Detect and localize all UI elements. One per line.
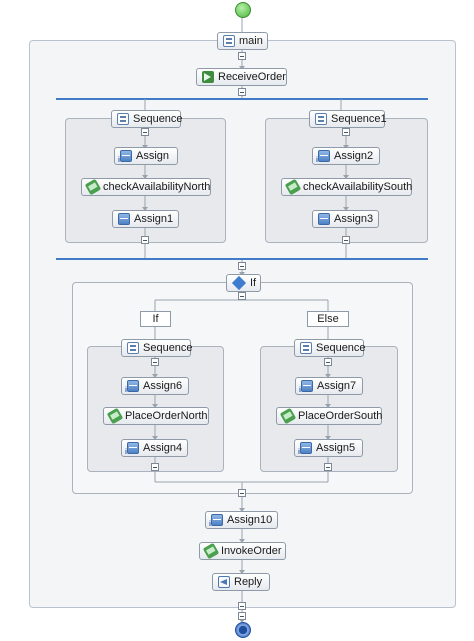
if-activity-header[interactable]: If bbox=[226, 274, 261, 292]
else-branch-text: Else bbox=[317, 313, 339, 325]
check-availability-north-label: checkAvailabilityNorth bbox=[103, 181, 211, 193]
main-end-toggle[interactable] bbox=[238, 602, 246, 610]
if-branch-label[interactable]: If bbox=[140, 311, 171, 327]
receive-icon bbox=[202, 71, 214, 83]
invoke-icon bbox=[106, 407, 124, 425]
assign10-activity[interactable]: i Assign10 bbox=[205, 511, 278, 529]
if-collapse-toggle[interactable] bbox=[238, 292, 246, 300]
assign-label: Assign bbox=[136, 150, 170, 162]
sequence-icon bbox=[300, 342, 312, 354]
assign6-activity[interactable]: i Assign6 bbox=[121, 377, 189, 395]
place-order-north-label: PlaceOrderNorth bbox=[125, 410, 208, 422]
place-order-south-label: PlaceOrderSouth bbox=[298, 410, 383, 422]
assign2-label: Assign2 bbox=[334, 150, 374, 162]
sequence-icon bbox=[127, 342, 139, 354]
assign-activity[interactable]: i Assign bbox=[114, 147, 178, 165]
end-toggle[interactable] bbox=[238, 612, 246, 620]
assign7-activity[interactable]: i Assign7 bbox=[295, 377, 363, 395]
left-sequence-label: Sequence bbox=[133, 113, 183, 125]
assign-icon bbox=[318, 213, 330, 225]
right-sequence-header[interactable]: Sequence1 bbox=[309, 110, 387, 128]
else-sequence-header[interactable]: Sequence bbox=[294, 339, 366, 357]
invoke-icon bbox=[279, 407, 297, 425]
reply-label: Reply bbox=[234, 576, 263, 588]
right-sequence-label: Sequence1 bbox=[331, 113, 387, 125]
main-scope-label: main bbox=[239, 35, 263, 47]
assign-icon bbox=[118, 213, 130, 225]
if-sequence-header[interactable]: Sequence bbox=[121, 339, 193, 357]
place-order-south-activity[interactable]: PlaceOrderSouth bbox=[276, 407, 382, 425]
invoke-order-activity[interactable]: InvokeOrder bbox=[199, 542, 286, 560]
place-order-north-activity[interactable]: PlaceOrderNorth bbox=[103, 407, 209, 425]
reply-activity[interactable]: Reply bbox=[212, 573, 270, 591]
assign5-activity[interactable]: i Assign5 bbox=[294, 439, 363, 457]
assign-icon: i bbox=[118, 150, 132, 164]
if-end-toggle[interactable] bbox=[238, 489, 246, 497]
if-sequence-end-toggle[interactable] bbox=[151, 463, 159, 471]
invoke-icon bbox=[202, 542, 220, 560]
check-availability-south-label: checkAvailabilitySouth bbox=[303, 181, 413, 193]
assign-icon: i bbox=[316, 150, 330, 164]
assign-icon: i bbox=[125, 442, 139, 456]
receive-order-label: ReceiveOrder bbox=[218, 71, 286, 83]
flow-bottom-bar bbox=[56, 258, 428, 260]
else-sequence-end-toggle[interactable] bbox=[324, 463, 332, 471]
assign7-label: Assign7 bbox=[317, 380, 357, 392]
else-sequence-collapse-toggle[interactable] bbox=[324, 358, 332, 366]
if-label: If bbox=[250, 277, 257, 289]
assign10-label: Assign10 bbox=[227, 514, 273, 526]
end-node bbox=[235, 622, 251, 638]
left-sequence-header[interactable]: Sequence bbox=[111, 110, 183, 128]
assign-icon: i bbox=[299, 380, 313, 394]
sequence-icon bbox=[315, 113, 327, 125]
if-sequence-label: Sequence bbox=[143, 342, 193, 354]
left-sequence-collapse-toggle[interactable] bbox=[141, 128, 149, 136]
right-sequence-end-toggle[interactable] bbox=[342, 236, 350, 244]
left-sequence-end-toggle[interactable] bbox=[141, 236, 149, 244]
assign1-label: Assign1 bbox=[134, 213, 174, 225]
assign4-activity[interactable]: i Assign4 bbox=[121, 439, 188, 457]
flow-end-toggle[interactable] bbox=[238, 262, 246, 270]
assign3-label: Assign3 bbox=[334, 213, 374, 225]
right-sequence-collapse-toggle[interactable] bbox=[342, 128, 350, 136]
sequence-icon bbox=[117, 113, 129, 125]
reply-icon bbox=[218, 576, 230, 588]
assign1-activity[interactable]: Assign1 bbox=[112, 210, 179, 228]
invoke-icon bbox=[284, 178, 302, 196]
assign5-label: Assign5 bbox=[316, 442, 356, 454]
invoke-order-label: InvokeOrder bbox=[221, 545, 282, 557]
assign6-label: Assign6 bbox=[143, 380, 183, 392]
if-diamond-icon bbox=[231, 275, 247, 291]
else-sequence-label: Sequence bbox=[316, 342, 366, 354]
start-node bbox=[235, 2, 251, 18]
assign-icon: i bbox=[209, 514, 223, 528]
if-branch-text: If bbox=[152, 313, 159, 325]
assign3-activity[interactable]: Assign3 bbox=[312, 210, 379, 228]
flow-top-bar bbox=[56, 98, 428, 100]
assign-icon: i bbox=[125, 380, 139, 394]
assign4-label: Assign4 bbox=[143, 442, 183, 454]
scope-icon bbox=[223, 35, 235, 47]
assign-icon: i bbox=[298, 442, 312, 456]
receive-expand-toggle[interactable] bbox=[238, 88, 246, 96]
check-availability-south-activity[interactable]: checkAvailabilitySouth bbox=[281, 178, 412, 196]
if-sequence-collapse-toggle[interactable] bbox=[151, 358, 159, 366]
main-scope-header[interactable]: main bbox=[217, 32, 268, 50]
receive-order-activity[interactable]: ReceiveOrder bbox=[196, 68, 287, 86]
check-availability-north-activity[interactable]: checkAvailabilityNorth bbox=[81, 178, 211, 196]
else-branch-label[interactable]: Else bbox=[307, 311, 349, 327]
main-collapse-toggle[interactable] bbox=[238, 52, 246, 60]
assign2-activity[interactable]: i Assign2 bbox=[312, 147, 380, 165]
invoke-icon bbox=[84, 178, 102, 196]
